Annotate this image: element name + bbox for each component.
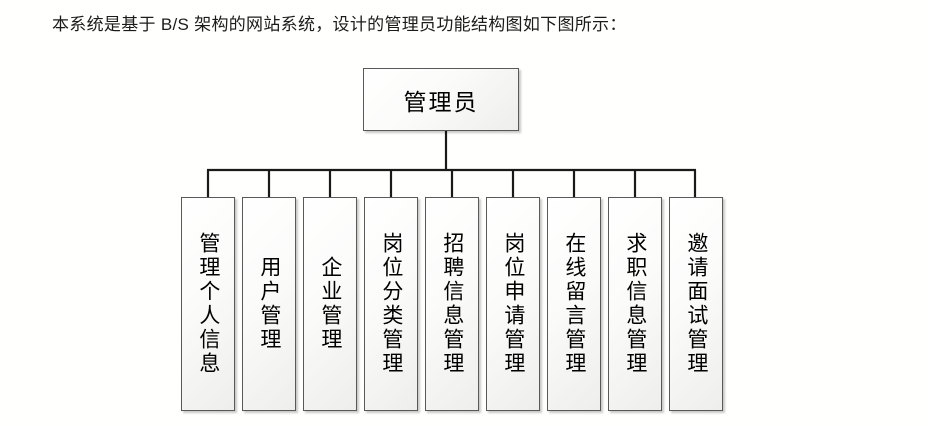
- node-job-category-management[interactable]: 岗位分类管理: [364, 197, 418, 411]
- node-online-message-management[interactable]: 在线留言管理: [547, 197, 601, 411]
- node-label: 企业管理: [318, 256, 342, 352]
- node-label: 岗位申请管理: [501, 232, 525, 376]
- node-job-application-management[interactable]: 岗位申请管理: [486, 197, 540, 411]
- node-label: 管理个人信息: [196, 232, 220, 376]
- node-interview-invitation-management[interactable]: 邀请面试管理: [669, 197, 723, 411]
- node-label: 邀请面试管理: [684, 232, 708, 376]
- node-label: 岗位分类管理: [379, 232, 403, 376]
- node-label: 求职信息管理: [623, 232, 647, 376]
- node-label: 用户管理: [257, 256, 281, 352]
- node-job-seeking-info-management[interactable]: 求职信息管理: [608, 197, 662, 411]
- node-root-administrator[interactable]: 管理员: [363, 68, 519, 131]
- node-recruitment-info-management[interactable]: 招聘信息管理: [425, 197, 479, 411]
- page-caption: 本系统是基于 B/S 架构的网站系统，设计的管理员功能结构图如下图所示：: [52, 15, 627, 34]
- node-root-label: 管理员: [403, 88, 479, 115]
- node-manage-personal-info[interactable]: 管理个人信息: [181, 197, 235, 411]
- node-user-management[interactable]: 用户管理: [242, 197, 296, 411]
- node-label: 招聘信息管理: [440, 232, 464, 376]
- node-enterprise-management[interactable]: 企业管理: [303, 197, 357, 411]
- node-label: 在线留言管理: [562, 232, 586, 376]
